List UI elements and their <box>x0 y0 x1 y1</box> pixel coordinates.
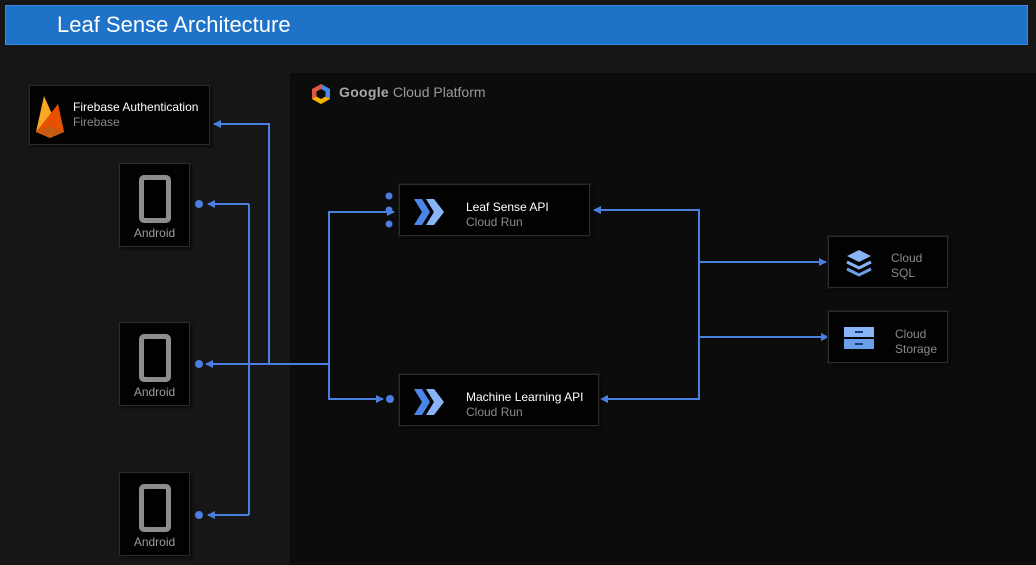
cloud-storage-card[interactable]: Cloud Storage <box>828 311 948 363</box>
cloud-sql-card[interactable]: Cloud SQL <box>828 236 948 288</box>
cloud-storage-icon <box>844 327 874 349</box>
gcp-product: Cloud Platform <box>392 84 486 100</box>
firebase-flame-icon <box>36 96 64 138</box>
leaf-api-subtitle: Cloud Run <box>466 215 523 229</box>
title-bar: Leaf Sense Architecture <box>5 5 1028 45</box>
ml-api-subtitle: Cloud Run <box>466 405 523 419</box>
cloud-run-icon <box>414 199 444 225</box>
android-label: Android <box>133 226 176 240</box>
firebase-title: Firebase Authentication <box>73 100 199 114</box>
phone-icon <box>139 484 171 532</box>
gcp-brand: Google <box>339 84 390 100</box>
android-client-1[interactable]: Android <box>119 163 190 247</box>
cloud-run-icon <box>414 389 444 415</box>
cloud-sql-line1: Cloud <box>891 251 923 265</box>
gcp-logo-icon <box>312 84 330 104</box>
android-label: Android <box>133 385 176 399</box>
leaf-api-title: Leaf Sense API <box>466 200 549 214</box>
page-title: Leaf Sense Architecture <box>57 12 291 37</box>
cloud-sql-line2: SQL <box>891 266 916 280</box>
firebase-auth-card[interactable]: Firebase Authentication Firebase <box>29 85 210 145</box>
ml-api-card[interactable]: Machine Learning API Cloud Run <box>399 374 599 426</box>
cloud-storage-line1: Cloud <box>895 327 927 341</box>
cloud-sql-icon <box>846 250 872 277</box>
leaf-sense-api-card[interactable]: Leaf Sense API Cloud Run <box>399 184 590 236</box>
ml-api-title: Machine Learning API <box>466 390 584 404</box>
android-client-2[interactable]: Android <box>119 322 190 406</box>
phone-icon <box>139 334 171 382</box>
gcp-label: Google Cloud Platform <box>339 84 486 100</box>
phone-icon <box>139 175 171 223</box>
android-label: Android <box>133 535 176 549</box>
firebase-subtitle: Firebase <box>73 115 120 129</box>
android-client-3[interactable]: Android <box>119 472 190 556</box>
cloud-storage-line2: Storage <box>895 342 938 356</box>
